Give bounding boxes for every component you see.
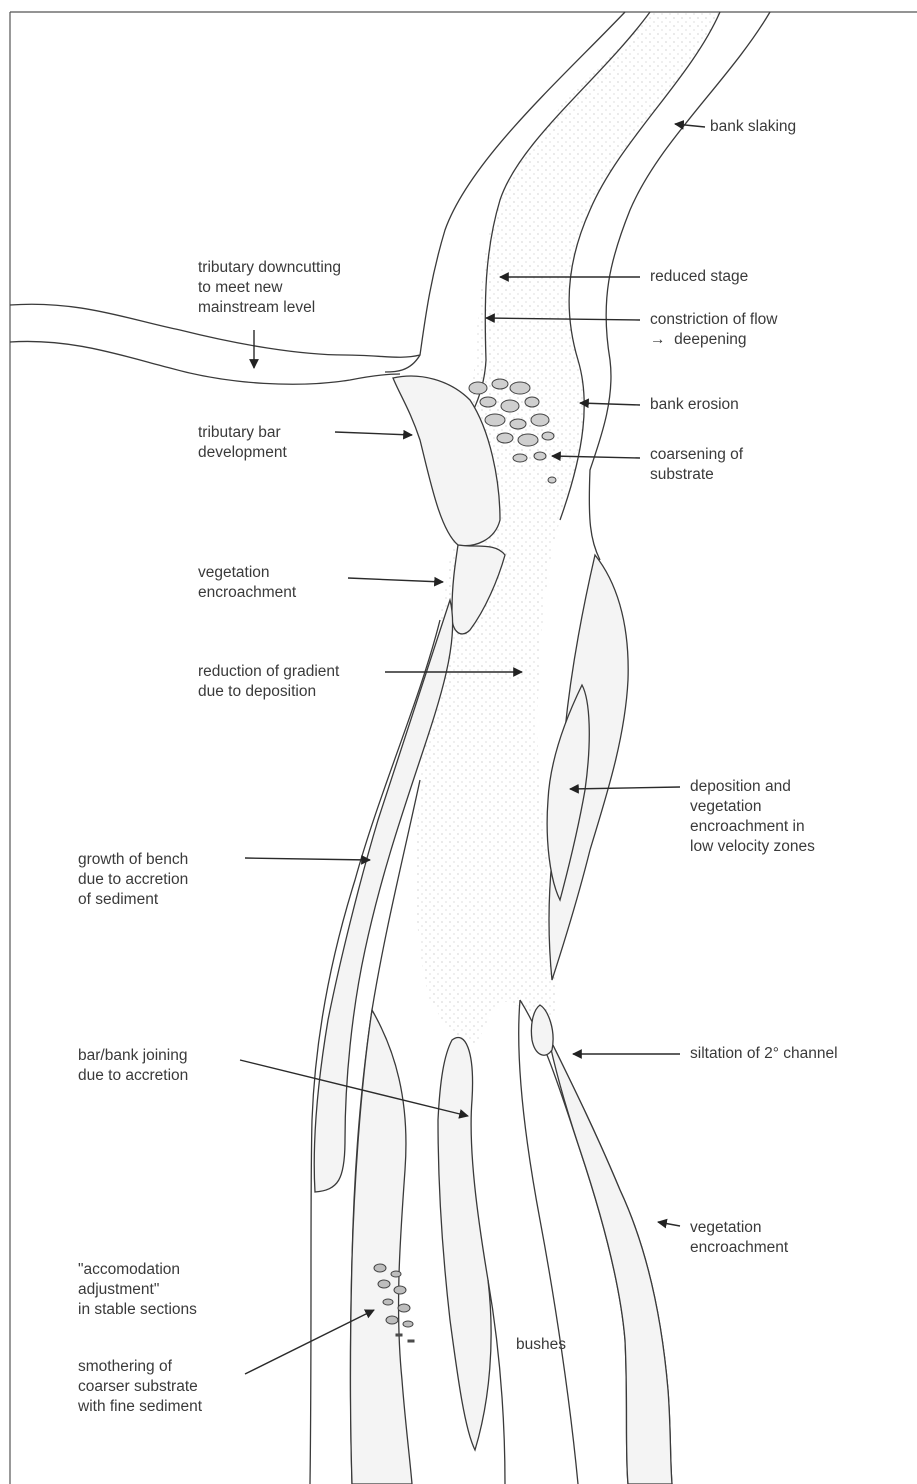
label-accommodation: "accomodation adjustment" in stable sect… [78, 1260, 197, 1320]
label-growth-of-bench: growth of bench due to accretion of sedi… [78, 850, 188, 910]
arrow-tributary-bar [335, 432, 412, 435]
central-bar [438, 1038, 491, 1451]
label-bar-bank-joining: bar/bank joining due to accretion [78, 1046, 188, 1086]
accommodation-bar [351, 1010, 413, 1484]
label-reduced-stage: reduced stage [650, 267, 748, 287]
label-tributary-bar: tributary bar development [198, 423, 287, 463]
arrow-bar-bank-joining [240, 1060, 468, 1116]
label-deposition-vegetation: deposition and vegetation encroachment i… [690, 777, 815, 857]
arrow-bank-erosion [580, 403, 640, 405]
label-vegetation-encroachment-lower: vegetation encroachment [690, 1218, 788, 1258]
label-reduction-of-gradient: reduction of gradient due to deposition [198, 662, 339, 702]
tributary-lower-bank [10, 341, 400, 384]
label-bank-erosion: bank erosion [650, 395, 739, 415]
arrow-vegetation-lower [658, 1222, 680, 1226]
label-bushes: bushes [516, 1335, 566, 1355]
arrow-bank-slaking [675, 124, 705, 127]
label-siltation: siltation of 2° channel [690, 1044, 838, 1064]
arrow-vegetation-upper [348, 578, 443, 582]
lower-channel-center-right [519, 1000, 578, 1484]
arrow-growth-bench [245, 858, 370, 860]
label-constriction-of-flow: constriction of flow → deepening [650, 310, 778, 350]
right-lower-vegetation [548, 1035, 672, 1484]
label-bank-slaking: bank slaking [710, 117, 796, 137]
label-vegetation-encroachment-upper: vegetation encroachment [198, 563, 296, 603]
label-smothering: smothering of coarser substrate with fin… [78, 1357, 202, 1417]
label-coarsening: coarsening of substrate [650, 445, 743, 485]
label-tributary-downcutting: tributary downcutting to meet new mainst… [198, 258, 341, 318]
